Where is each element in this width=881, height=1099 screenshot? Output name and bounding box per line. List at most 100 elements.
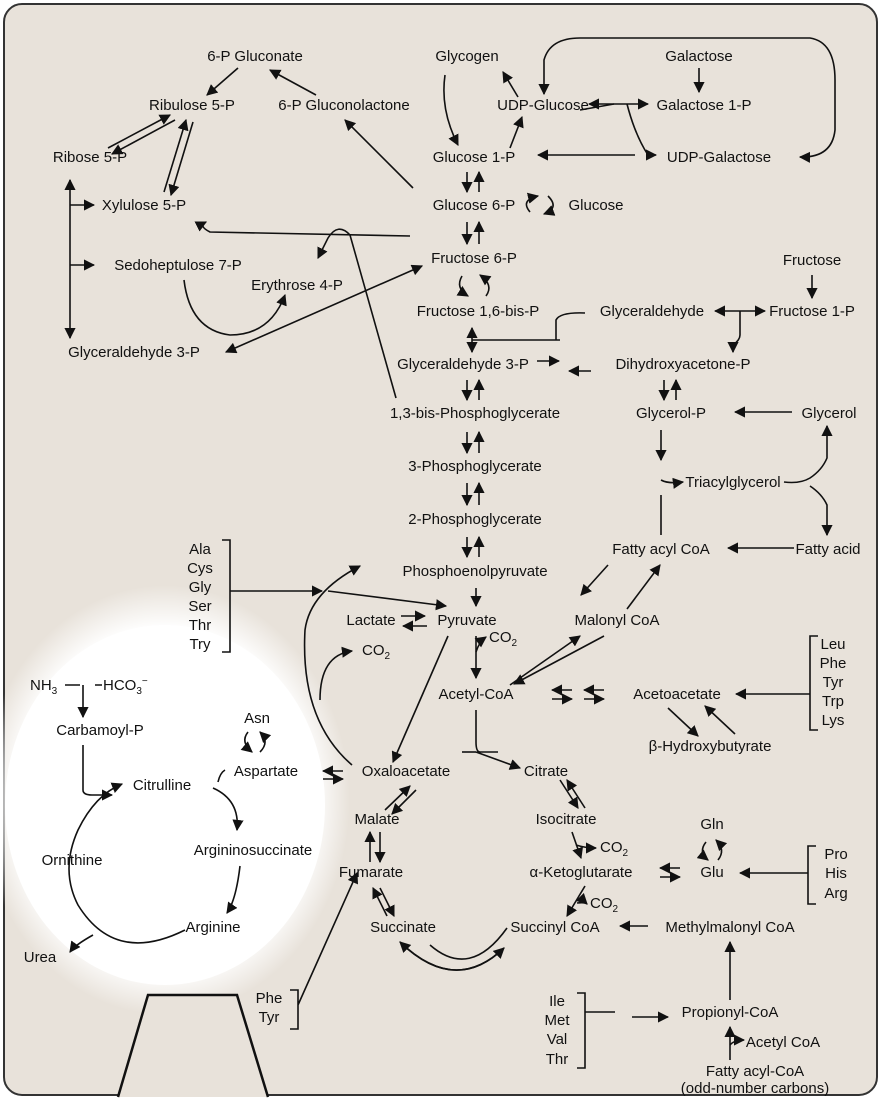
node-succinate: Succinate <box>370 919 436 936</box>
node-fatty-acyl-coa: Fatty acyl CoA <box>612 541 710 558</box>
node-fructose: Fructose <box>783 252 841 269</box>
amino-acid-group-gluconeogenic: Ala Cys Gly Ser Thr Try <box>187 539 322 653</box>
node-hco3: HCO3− <box>103 676 148 697</box>
amino-acid-group-fumarate: Phe Tyr <box>256 873 357 1030</box>
node-ornithine: Ornithine <box>42 852 103 869</box>
node-acetyl-coa: Acetyl-CoA <box>438 686 513 703</box>
node-2-phosphoglycerate: 2-Phosphoglycerate <box>408 511 541 528</box>
bracket-arrow-fumarate <box>290 873 357 1030</box>
node-triacylglycerol: Triacylglycerol <box>685 474 780 491</box>
amino-acid: Cys <box>187 560 213 577</box>
amino-acid: Arg <box>824 885 847 902</box>
amino-acid: Try <box>189 636 211 653</box>
co2-label-pyruvate-carboxylase: CO2 <box>362 642 391 662</box>
node-fructose-6p: Fructose 6-P <box>431 250 517 267</box>
node-argininosuccinate: Argininosuccinate <box>194 842 312 859</box>
node-glu: Glu <box>700 864 723 881</box>
amino-acid: Ala <box>189 541 211 558</box>
pathway-arrows <box>64 37 836 1060</box>
node-galactose-1p: Galactose 1-P <box>656 97 751 114</box>
node-glycogen: Glycogen <box>435 48 498 65</box>
amino-acid: Phe <box>820 655 847 672</box>
node-glucose: Glucose <box>568 197 623 214</box>
node-glucose-6p: Glucose 6-P <box>433 197 516 214</box>
node-odd-number-carbons: (odd-number carbons) <box>681 1080 829 1097</box>
node-carbamoyl-p: Carbamoyl-P <box>56 722 144 739</box>
node-3-phosphoglycerate: 3-Phosphoglycerate <box>408 458 541 475</box>
node-phosphoenolpyruvate: Phosphoenolpyruvate <box>402 563 547 580</box>
amino-acid: Trp <box>822 693 844 710</box>
amino-acid-group-ketogenic: Leu Phe Tyr Trp Lys <box>736 635 847 731</box>
amino-acid: Gly <box>189 579 212 596</box>
node-isocitrate: Isocitrate <box>536 811 597 828</box>
node-6p-gluconolactone: 6-P Gluconolactone <box>278 97 409 114</box>
bracket-arrow-gluconeogenic <box>222 539 322 653</box>
bracket-arrow-propionyl <box>577 992 668 1069</box>
node-13-bisphosphoglycerate: 1,3-bis-Phosphoglycerate <box>390 405 560 422</box>
node-aspartate: Aspartate <box>234 763 298 780</box>
node-glyceraldehyde-3p: Glyceraldehyde 3-P <box>397 356 529 373</box>
co2-label-ketoglutarate: CO2 <box>590 895 619 915</box>
glycolysis-reversible-arrows <box>461 170 485 608</box>
amino-acid: Ile <box>549 993 565 1010</box>
amino-acid: Phe <box>256 990 283 1007</box>
node-glyceraldehyde: Glyceraldehyde <box>600 303 704 320</box>
amino-acid: Pro <box>824 846 847 863</box>
node-sedoheptulose-7p: Sedoheptulose 7-P <box>114 257 242 274</box>
node-erythrose-4p: Erythrose 4-P <box>251 277 343 294</box>
node-udp-galactose: UDP-Galactose <box>667 149 771 166</box>
node-fructose-16-bisp: Fructose 1,6-bis-P <box>417 303 540 320</box>
amino-acid: Thr <box>189 617 212 634</box>
co2-label-isocitrate: CO2 <box>600 839 629 859</box>
node-fructose-1p: Fructose 1-P <box>769 303 855 320</box>
amino-acid: Leu <box>820 636 845 653</box>
bracket-arrow-glu <box>740 845 816 905</box>
node-succinyl-coa: Succinyl CoA <box>510 919 599 936</box>
amino-acid: Ser <box>188 598 211 615</box>
node-ribose-5p: Ribose 5-P <box>53 149 127 166</box>
node-glucose-1p: Glucose 1-P <box>433 149 516 166</box>
node-dihydroxyacetone-p: Dihydroxyacetone-P <box>615 356 750 373</box>
node-malate: Malate <box>354 811 399 828</box>
amino-acid: His <box>825 865 847 882</box>
node-citrulline: Citrulline <box>133 777 191 794</box>
node-fatty-acid: Fatty acid <box>795 541 860 558</box>
node-glyceraldehyde-3p-left: Glyceraldehyde 3-P <box>68 344 200 361</box>
node-oxaloacetate: Oxaloacetate <box>362 763 450 780</box>
labels: 6-P Gluconate Ribulose 5-P 6-P Gluconola… <box>24 48 861 1097</box>
node-ribulose-5p: Ribulose 5-P <box>149 97 235 114</box>
node-nh3: NH3 <box>30 677 58 697</box>
amino-acid-group-propionyl: Ile Met Val Thr <box>544 992 668 1069</box>
amino-acid: Thr <box>546 1051 569 1068</box>
amino-acid: Tyr <box>259 1009 280 1026</box>
node-6p-gluconate: 6-P Gluconate <box>207 48 303 65</box>
node-xylulose-5p: Xylulose 5-P <box>102 197 186 214</box>
node-urea: Urea <box>24 949 57 966</box>
amino-acid: Met <box>544 1012 570 1029</box>
amino-acid: Val <box>547 1031 568 1048</box>
co2-label-pyruvate-dehydrogenase: CO2 <box>489 629 518 649</box>
node-glycerol: Glycerol <box>801 405 856 422</box>
node-malonyl-coa: Malonyl CoA <box>574 612 659 629</box>
node-alpha-ketoglutarate: α-Ketoglutarate <box>530 864 633 881</box>
node-gln: Gln <box>700 816 723 833</box>
bracket-arrow-ketogenic <box>736 635 818 731</box>
node-glycerol-p: Glycerol-P <box>636 405 706 422</box>
node-propionyl-coa: Propionyl-CoA <box>682 1004 779 1021</box>
amino-acid: Lys <box>822 712 845 729</box>
node-methylmalonyl-coa: Methylmalonyl CoA <box>665 919 794 936</box>
node-udp-glucose: UDP-Glucose <box>497 97 589 114</box>
node-acetyl-coa-2: Acetyl CoA <box>746 1034 820 1051</box>
node-citrate: Citrate <box>524 763 568 780</box>
urea-cycle-highlight-core <box>5 625 325 985</box>
amino-acid-group-glu: Pro His Arg <box>740 845 848 905</box>
node-fumarate: Fumarate <box>339 864 403 881</box>
node-beta-hydroxybutyrate: β-Hydroxybutyrate <box>649 738 772 755</box>
node-acetoacetate: Acetoacetate <box>633 686 721 703</box>
node-arginine: Arginine <box>185 919 240 936</box>
node-pyruvate: Pyruvate <box>437 612 496 629</box>
lamp-shape <box>116 993 270 1098</box>
node-fatty-acyl-coa-odd: Fatty acyl-CoA <box>706 1063 804 1080</box>
node-asn: Asn <box>244 710 270 727</box>
